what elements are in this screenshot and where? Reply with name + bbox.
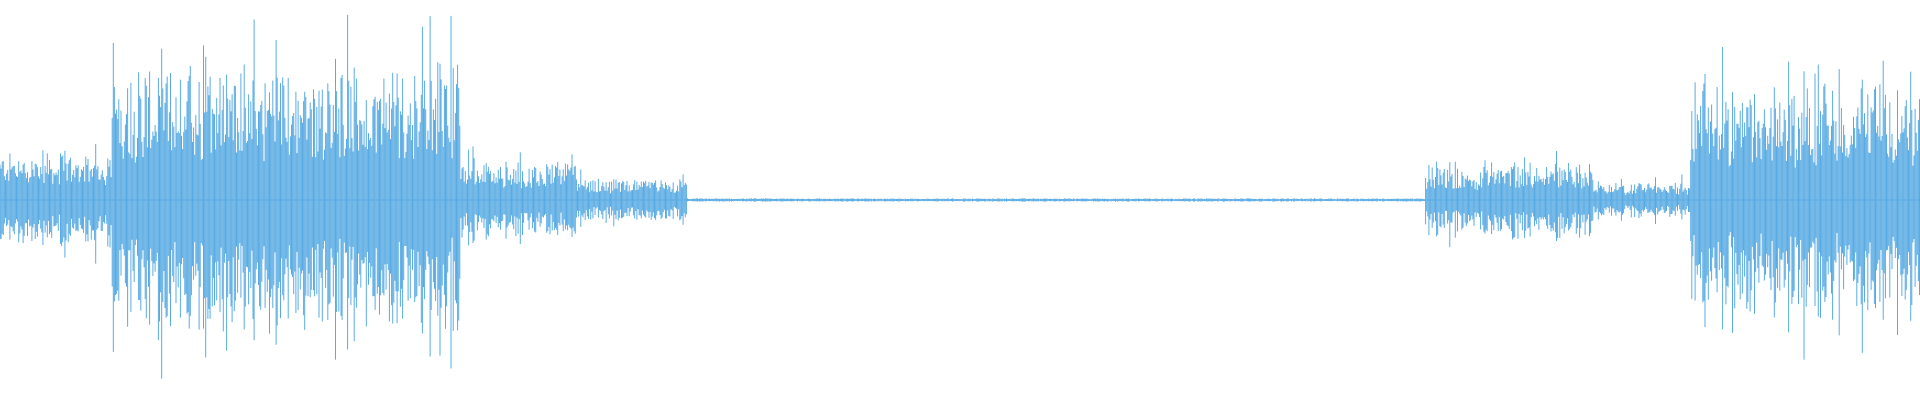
waveform-bars [0,14,1920,379]
